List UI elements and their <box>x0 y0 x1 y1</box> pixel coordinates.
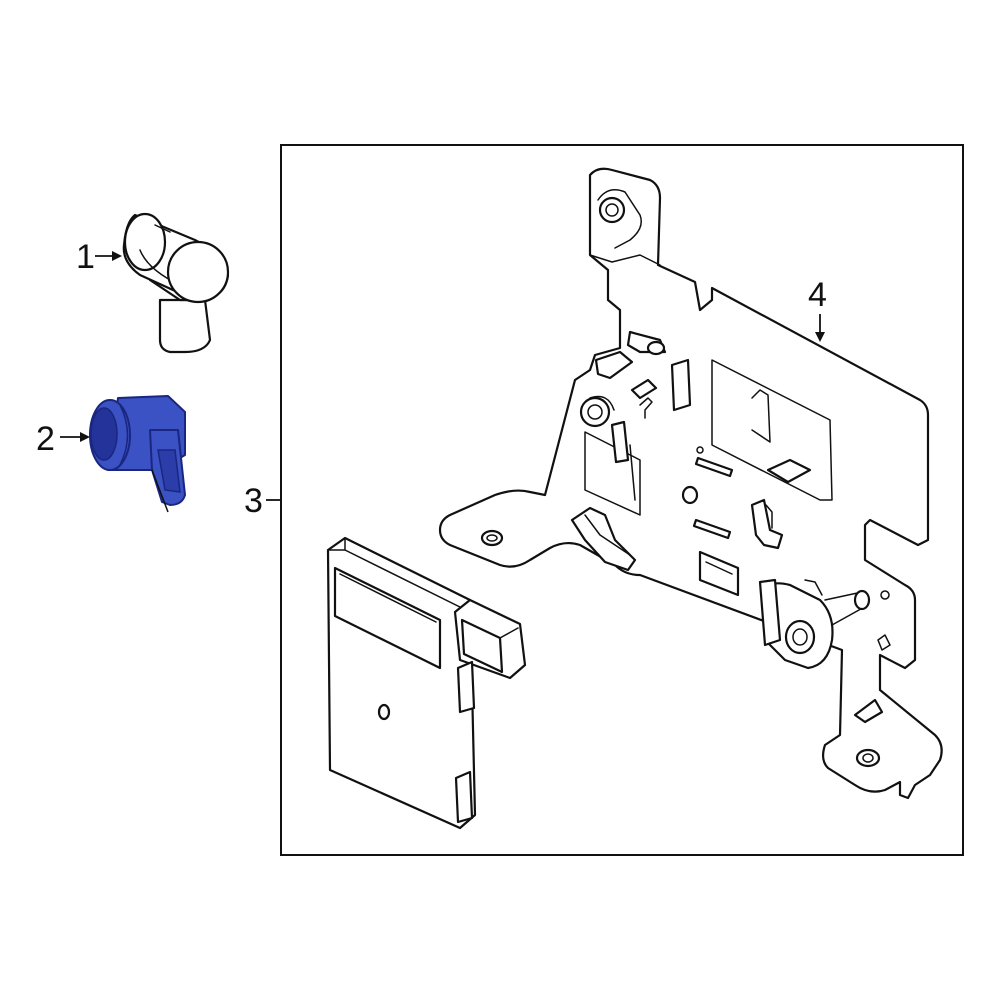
leader-arrow-1 <box>95 251 122 261</box>
callout-1: 1 <box>76 238 95 276</box>
callout-4: 4 <box>808 276 827 314</box>
leader-arrow-4 <box>815 314 825 342</box>
part-1-sensor[interactable] <box>122 212 230 354</box>
callout-3: 3 <box>244 482 263 520</box>
leader-arrow-2 <box>60 432 90 442</box>
part-2-sensor[interactable] <box>89 395 186 513</box>
part-4-bracket[interactable] <box>438 167 943 800</box>
control-module[interactable] <box>326 536 527 830</box>
callout-2: 2 <box>36 420 55 458</box>
